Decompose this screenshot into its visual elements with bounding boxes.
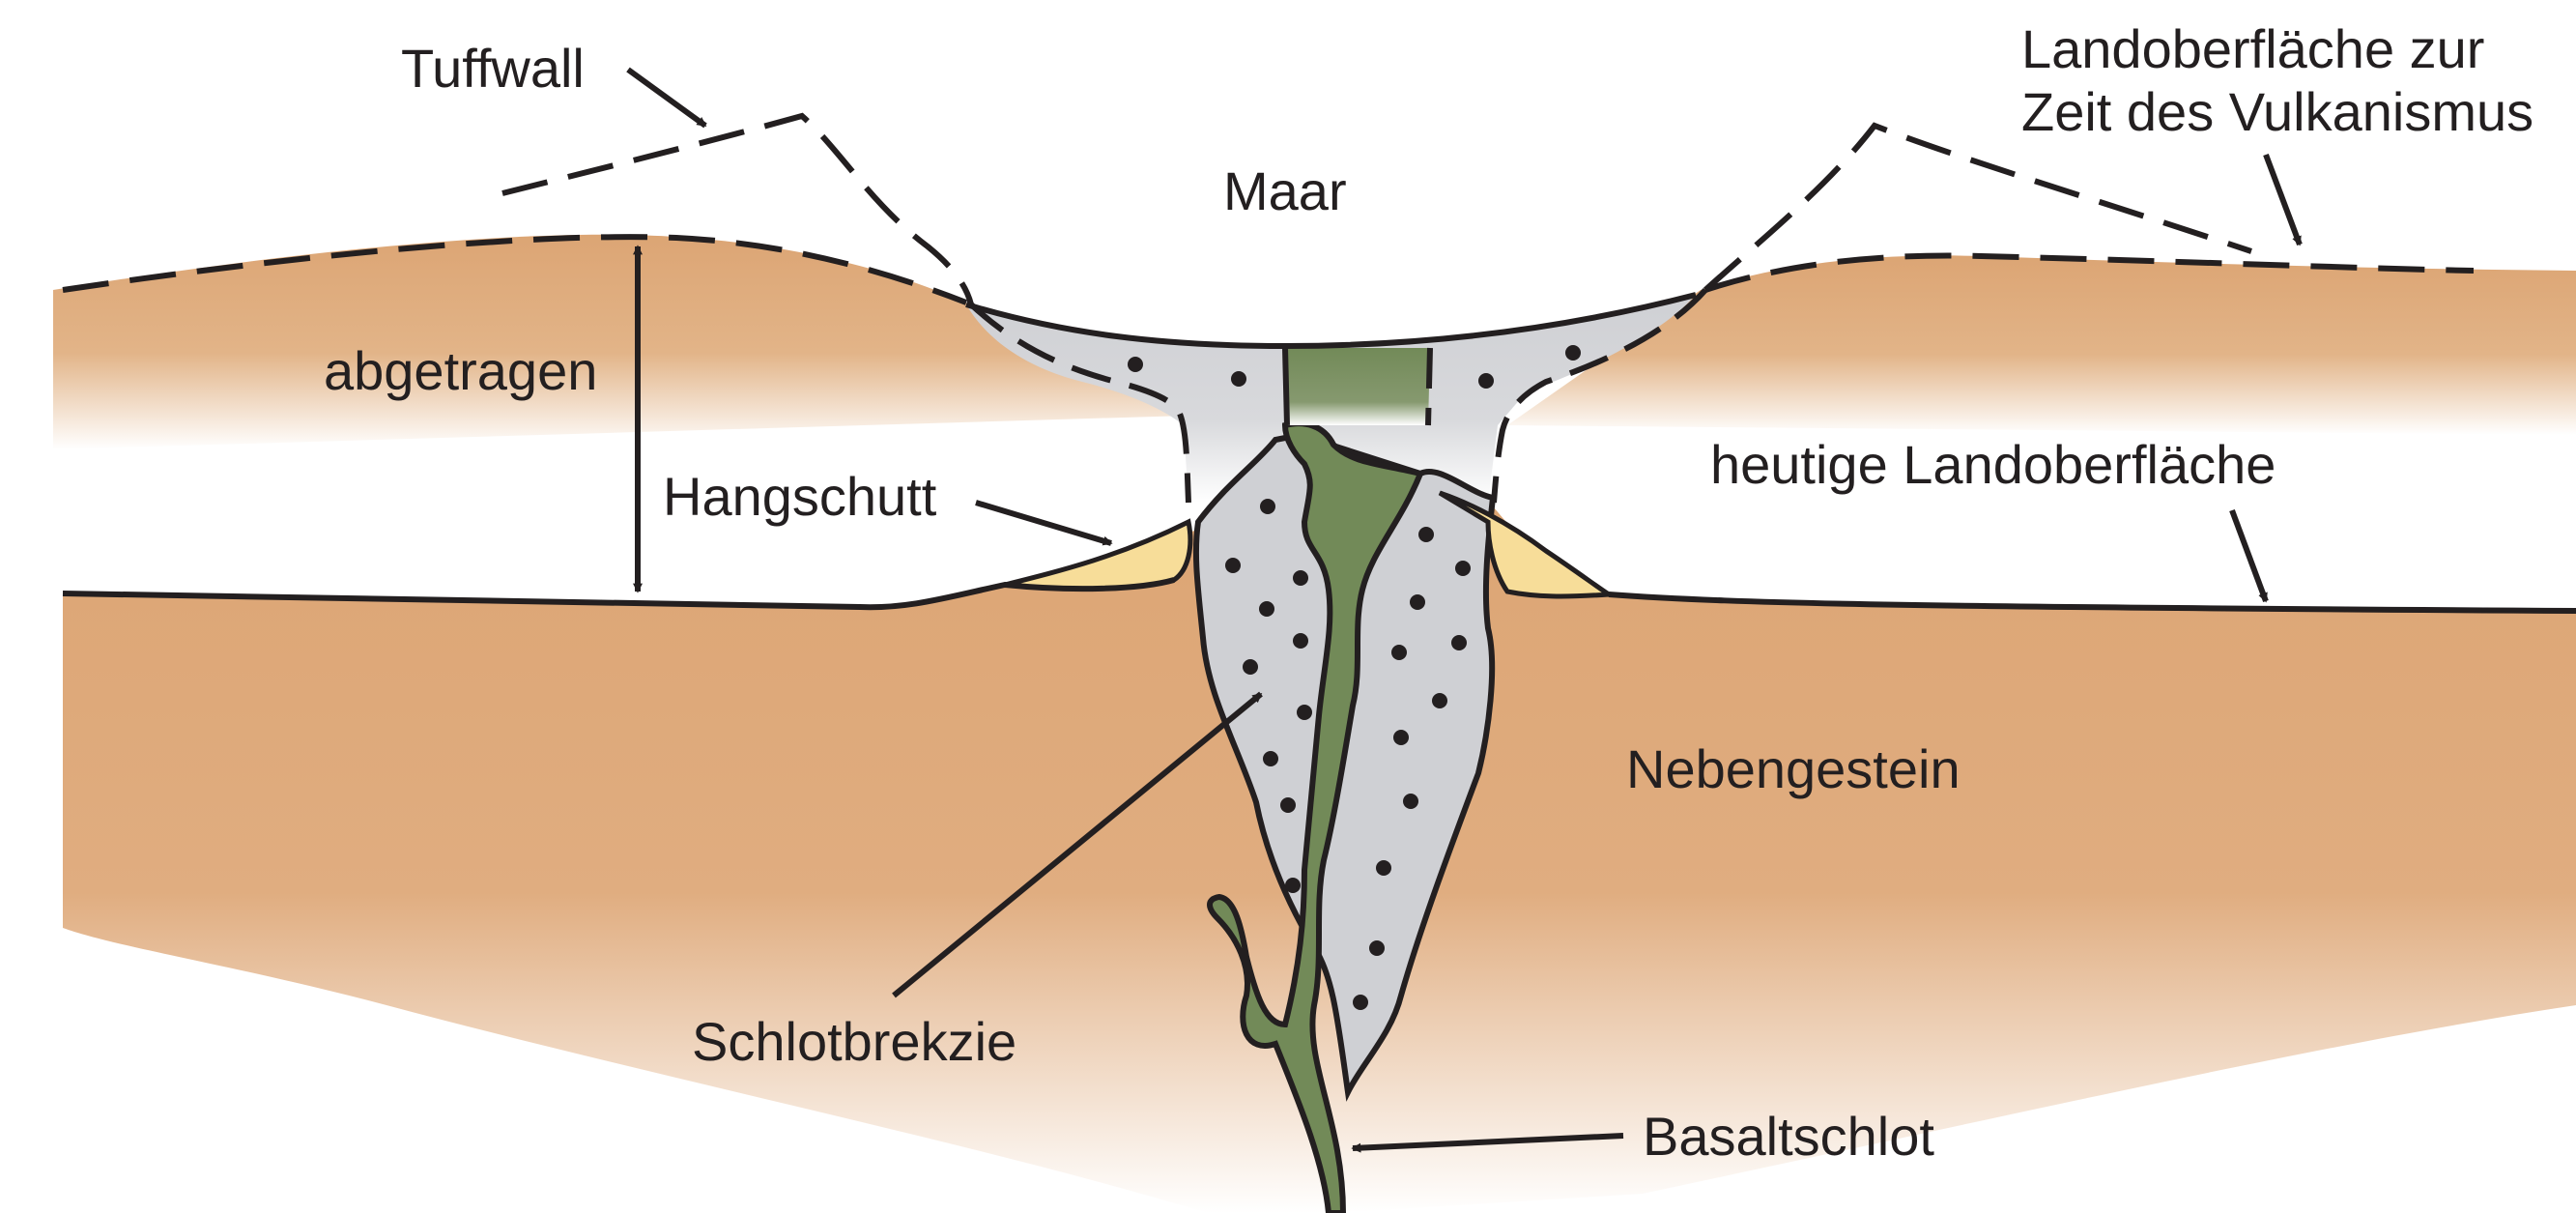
maar-label: Maar: [1223, 160, 1347, 221]
hangschutt-arrow: [976, 503, 1111, 543]
heutige-landoberflaeche-label: heutige Landoberfläche: [1710, 434, 2275, 495]
abgetragen-label: abgetragen: [324, 340, 597, 401]
hangschutt-label: Hangschutt: [663, 466, 937, 527]
landoberflaeche-vulkanismus-label-line1: Landoberfläche zur: [2021, 18, 2484, 79]
schlotbrekzie-label: Schlotbrekzie: [692, 1011, 1016, 1072]
basaltschlot-label: Basaltschlot: [1643, 1106, 1934, 1167]
hangschutt-left: [1005, 522, 1190, 589]
nebengestein-label: Nebengestein: [1626, 738, 1961, 799]
landoberflaeche-vulkanismus-arrow: [2266, 155, 2300, 245]
eroded-land-layer-right: [1507, 255, 2576, 435]
tuffwall-label: Tuffwall: [401, 38, 585, 99]
heutige-landoberflaeche-arrow: [2232, 510, 2266, 601]
basaltschlot-upper-fade: [1285, 348, 1430, 425]
landoberflaeche-vulkanismus-label-line2: Zeit des Vulkanismus: [2021, 81, 2533, 142]
tuffwall-arrow: [628, 70, 705, 126]
